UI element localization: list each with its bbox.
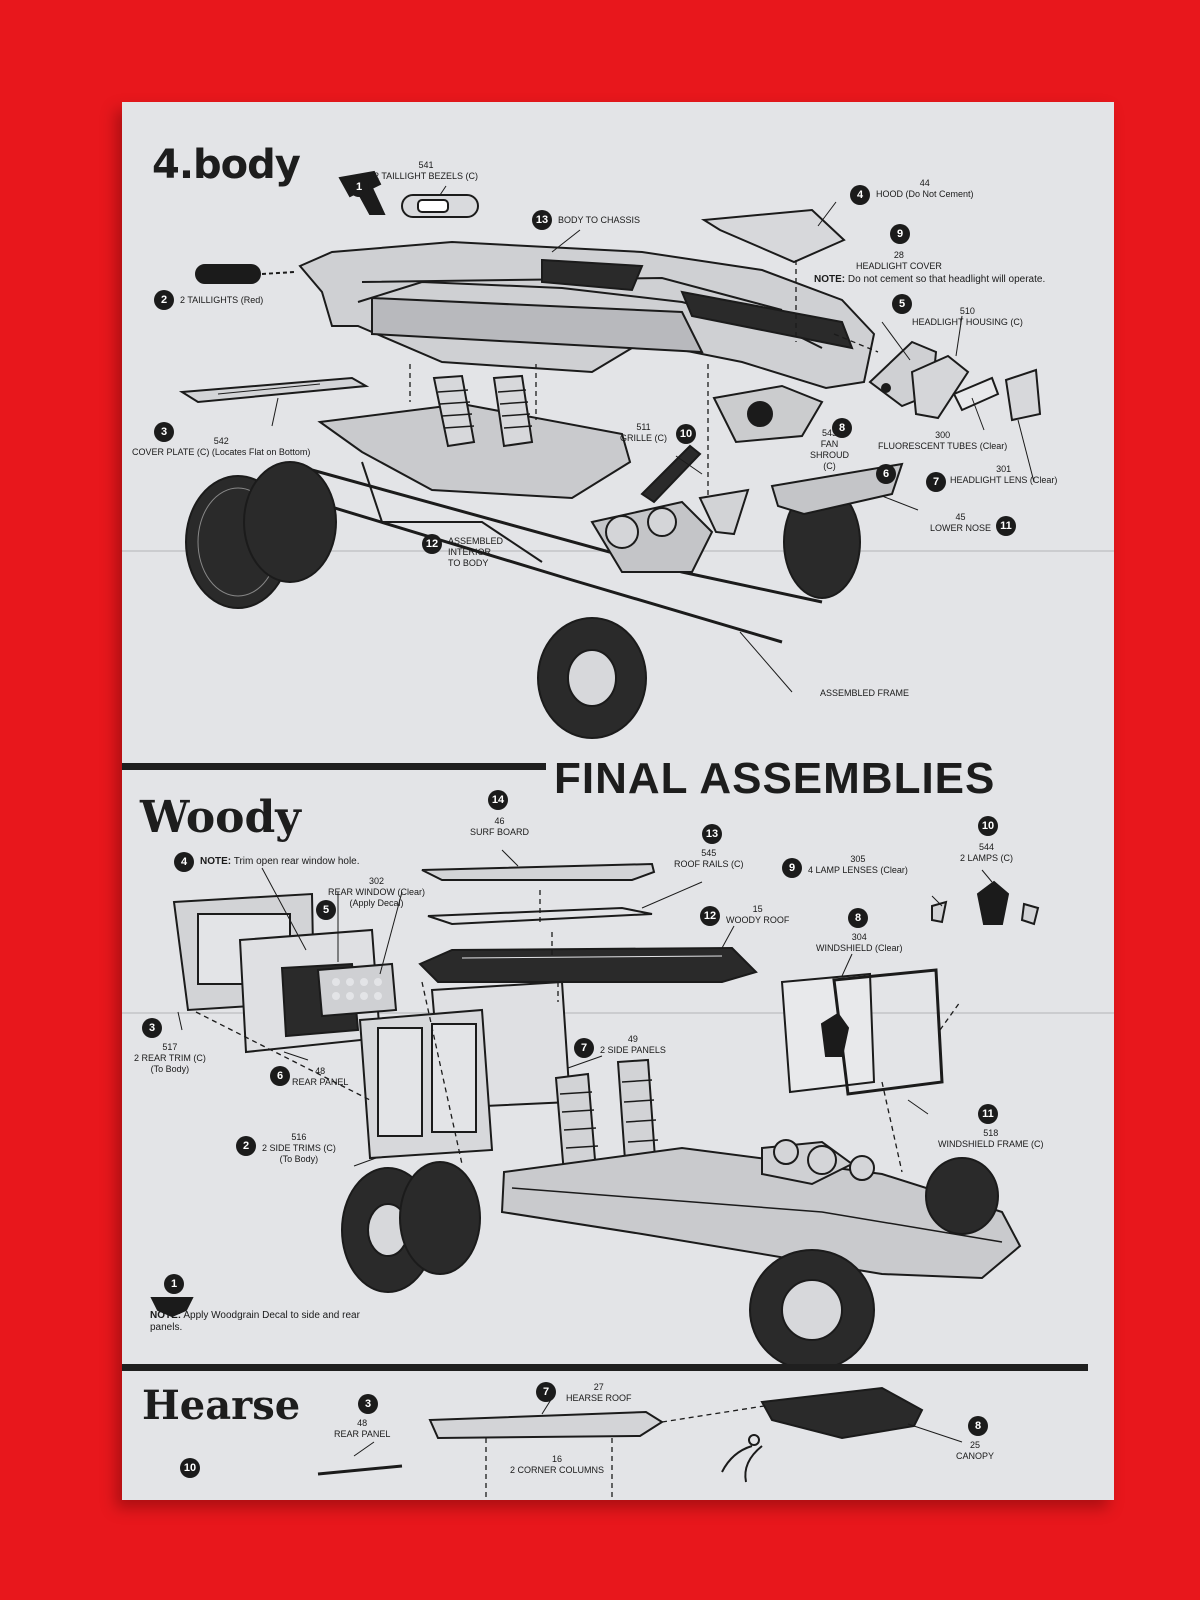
step-badge: 7 xyxy=(926,472,946,492)
step-badge: 6 xyxy=(876,464,896,484)
step-badge: 13 xyxy=(532,210,552,230)
step-badge: 1 xyxy=(164,1274,184,1294)
final-assemblies-title: FINAL ASSEMBLIES xyxy=(554,754,996,803)
step-badge: 3 xyxy=(358,1394,378,1414)
step-badge: 2 xyxy=(154,290,174,310)
woodgrain-decal-note: NOTE: Apply Woodgrain Decal to side and … xyxy=(150,1310,360,1333)
body-assembly-illustration xyxy=(178,170,1042,739)
part-label-assembled-frame: ASSEMBLED FRAME xyxy=(820,688,910,698)
step-badge: 4 xyxy=(850,185,870,205)
step-badge: 7 xyxy=(536,1382,556,1402)
section-divider xyxy=(122,1364,1088,1371)
instruction-sheet: 4.body xyxy=(122,102,1114,1500)
step-badge: 10 xyxy=(978,816,998,836)
step-badge: 8 xyxy=(832,418,852,438)
step-badge: 8 xyxy=(848,908,868,928)
step-badge: 3 xyxy=(154,422,174,442)
step-badge: 13 xyxy=(702,824,722,844)
paper-fold xyxy=(122,1012,1114,1014)
step-badge: 5 xyxy=(892,294,912,314)
step-badge: 12 xyxy=(700,906,720,926)
step-badge: 11 xyxy=(978,1104,998,1124)
step-badge: 9 xyxy=(890,224,910,244)
step-badge: 11 xyxy=(996,516,1016,536)
section-divider xyxy=(122,763,546,770)
step-badge: 4 xyxy=(174,852,194,872)
step-badge: 14 xyxy=(488,790,508,810)
part-label-taillights: 2 TAILLIGHTS (Red) xyxy=(180,295,264,305)
body-section-heading: 4.body xyxy=(152,142,301,188)
step-badge: 10 xyxy=(676,424,696,444)
step-badge: 1 xyxy=(349,177,369,197)
step-badge: 12 xyxy=(422,534,442,554)
step-badge: 10 xyxy=(180,1458,200,1478)
step-badge: 5 xyxy=(316,900,336,920)
headlight-note: NOTE: Do not cement so that headlight wi… xyxy=(814,274,1046,285)
rear-window-note: NOTE: Trim open rear window hole. xyxy=(200,856,360,867)
step-badge: 7 xyxy=(574,1038,594,1058)
step-badge: 9 xyxy=(782,858,802,878)
woody-section-heading: Woody xyxy=(140,792,301,843)
hearse-assembly-illustration xyxy=(317,1386,963,1500)
step-badge: 8 xyxy=(968,1416,988,1436)
woody-assembly-illustration xyxy=(150,849,1040,1371)
step-badge: 2 xyxy=(236,1136,256,1156)
part-label-body-to-chassis: BODY TO CHASSIS xyxy=(558,215,641,225)
hearse-section-heading: Hearse xyxy=(142,1382,301,1429)
step-badge: 3 xyxy=(142,1018,162,1038)
step-badge: 6 xyxy=(270,1066,290,1086)
